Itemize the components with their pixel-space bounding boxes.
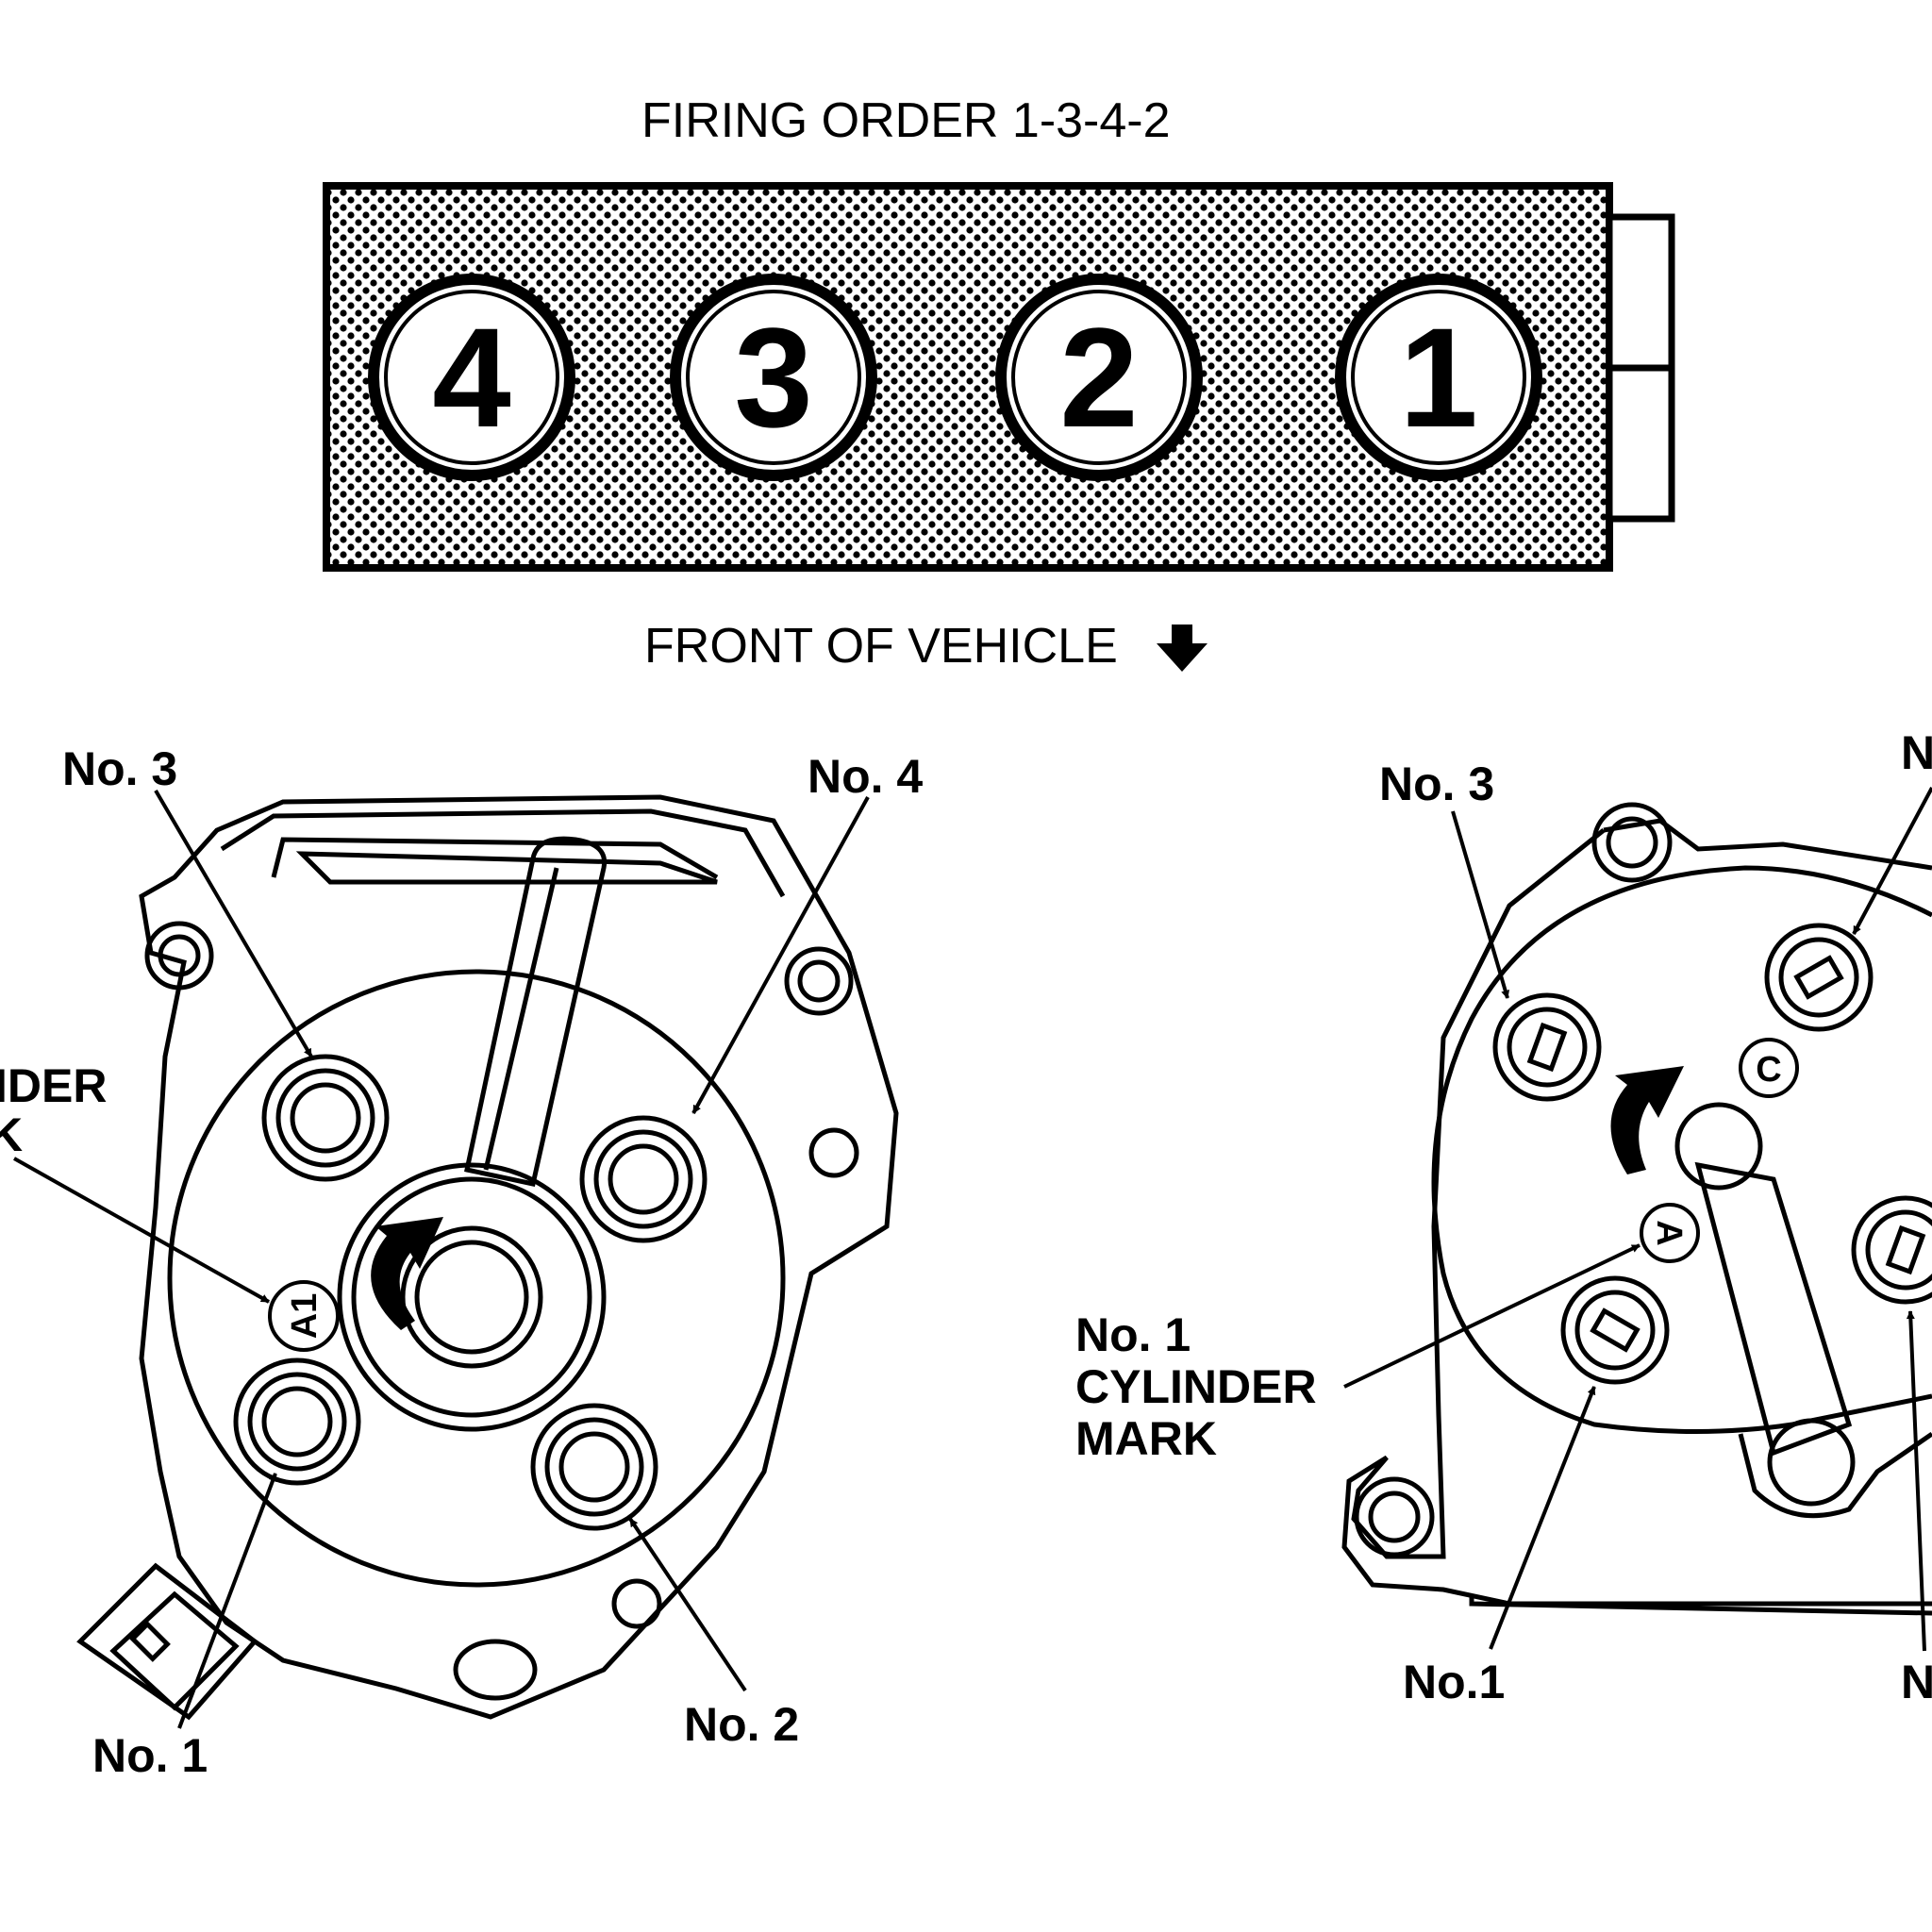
cylinder-3: 3 bbox=[670, 274, 877, 481]
down-arrow-icon bbox=[1157, 625, 1208, 672]
cylinder-3-label: 3 bbox=[734, 298, 812, 457]
right-distributor bbox=[1341, 802, 1932, 1616]
cylinder-4-label: 4 bbox=[432, 298, 510, 457]
left-leader-no4 bbox=[691, 796, 870, 1114]
right-cap-mark-c: C bbox=[1756, 1050, 1781, 1090]
cylinder-1-label: 1 bbox=[1399, 298, 1477, 457]
right-label-cylinder-mark-line1: No. 1 bbox=[1075, 1308, 1191, 1361]
right-label-no1: No.1 bbox=[1403, 1656, 1505, 1708]
left-label-no2: No. 2 bbox=[684, 1698, 799, 1751]
right-rotation-arrow-icon bbox=[1610, 1066, 1684, 1174]
front-of-vehicle-label: FRONT OF VEHICLE bbox=[644, 619, 1118, 674]
left-label-no4: No. 4 bbox=[808, 750, 923, 803]
left-label-no1: No. 1 bbox=[92, 1729, 208, 1782]
right-leader-no3 bbox=[1451, 810, 1510, 999]
right-leader-no2 bbox=[1906, 1310, 1926, 1652]
right-cap-mark-a: A bbox=[1649, 1220, 1689, 1245]
left-rotation-arrow-icon bbox=[371, 1217, 443, 1330]
right-label-cylinder-mark-line3: MARK bbox=[1075, 1412, 1217, 1465]
right-leader-no4 bbox=[1852, 787, 1932, 935]
right-leader-cylinder-mark bbox=[1343, 1243, 1641, 1389]
left-leader-cylinder-mark bbox=[13, 1157, 270, 1304]
right-label-no4-partial: N bbox=[1901, 726, 1932, 779]
left-leader-no3 bbox=[154, 789, 313, 1058]
left-label-cylinder-mark-line2: K bbox=[0, 1108, 23, 1161]
left-leader-no1 bbox=[177, 1473, 277, 1729]
cylinder-4: 4 bbox=[368, 274, 575, 481]
left-cap-mark-a1: A1 bbox=[285, 1293, 325, 1340]
engine-block: 4 3 2 1 bbox=[323, 182, 1675, 572]
left-distributor bbox=[76, 794, 899, 1721]
left-label-no3: No. 3 bbox=[62, 742, 177, 795]
cylinder-2-label: 2 bbox=[1059, 298, 1138, 457]
right-label-no3: No. 3 bbox=[1379, 758, 1494, 810]
right-label-cylinder-mark-line2: CYLINDER bbox=[1075, 1360, 1317, 1413]
cylinder-1: 1 bbox=[1335, 274, 1542, 481]
cylinder-2: 2 bbox=[995, 274, 1203, 481]
right-label-no2-partial: N bbox=[1901, 1656, 1932, 1708]
left-label-cylinder-mark-line1: IDER bbox=[0, 1059, 107, 1112]
firing-order-title: FIRING ORDER 1-3-4-2 bbox=[641, 93, 1171, 148]
right-leader-no1 bbox=[1489, 1386, 1596, 1650]
left-leader-no2 bbox=[628, 1517, 747, 1692]
